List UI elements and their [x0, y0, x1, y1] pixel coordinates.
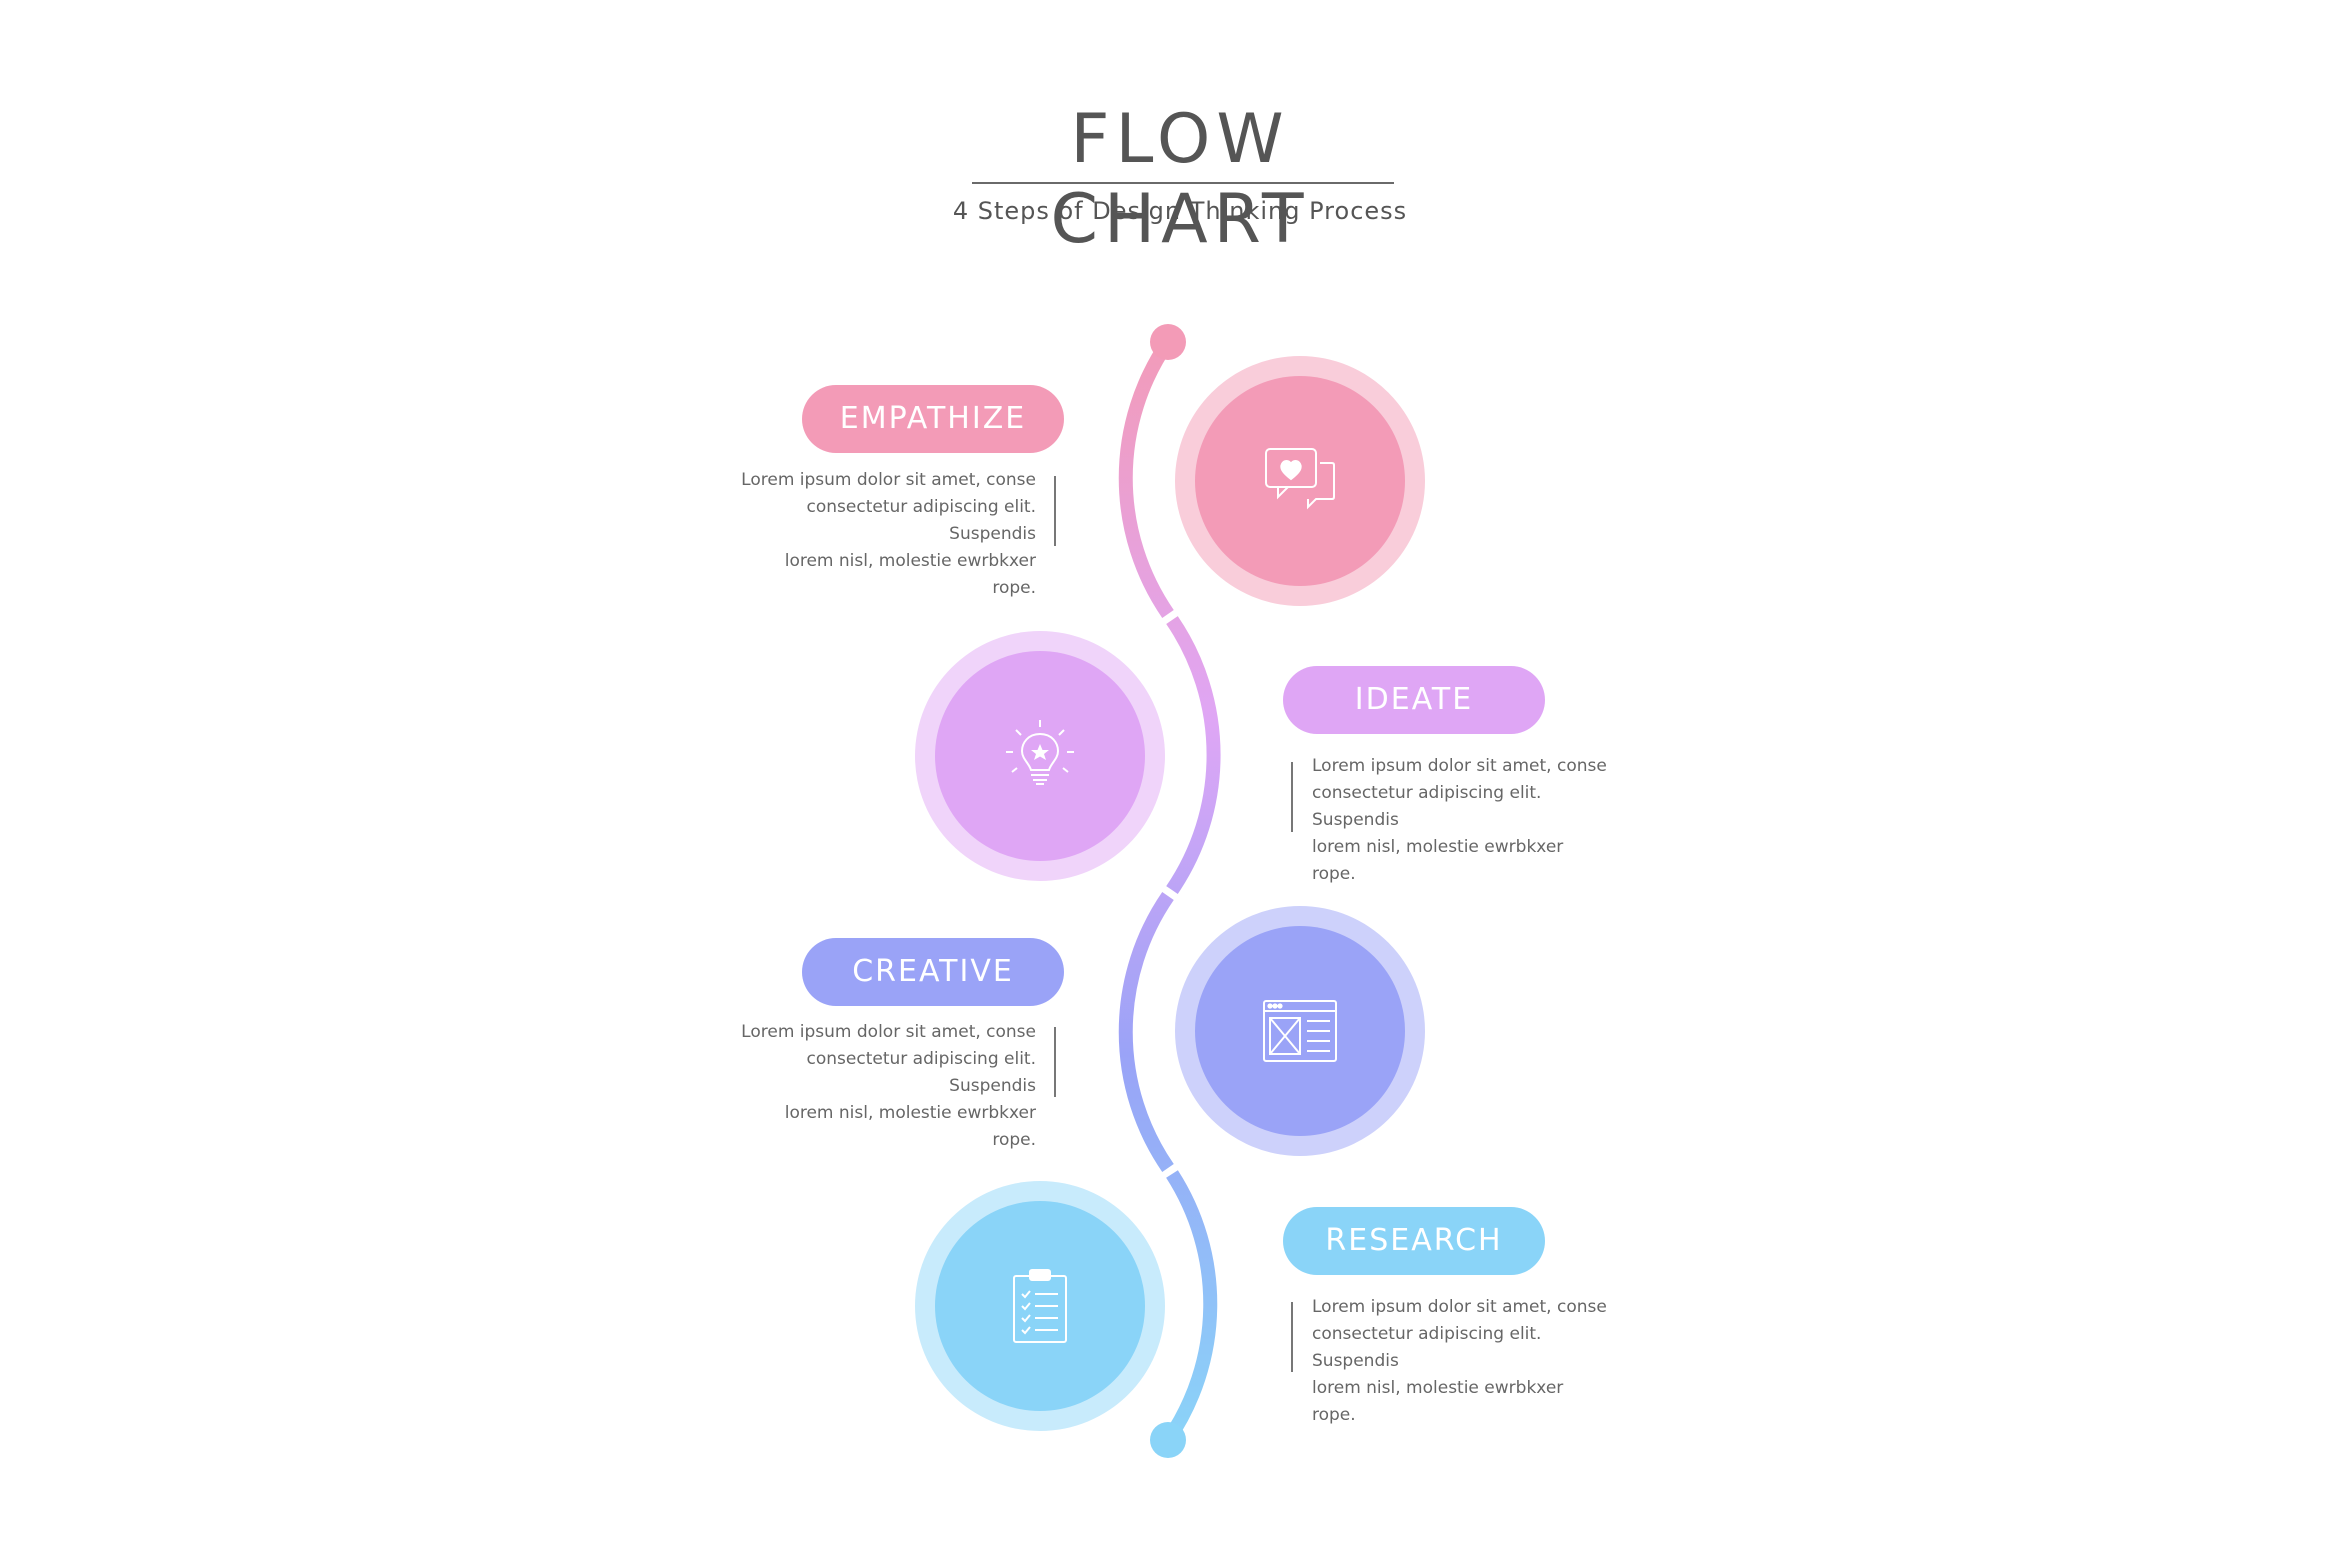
step-circle-creative[interactable]	[1175, 906, 1425, 1156]
step-circle-empathize[interactable]	[1175, 356, 1425, 606]
connector-segment-3	[1118, 892, 1174, 1172]
step-description-research: Lorem ipsum dolor sit amet, conse consec…	[1312, 1297, 1607, 1425]
connector-segment-4	[1162, 1170, 1218, 1444]
description-divider	[1291, 1302, 1293, 1372]
step-circle-ideate[interactable]	[915, 631, 1165, 881]
description-divider	[1054, 1027, 1056, 1097]
title-underline	[972, 182, 1394, 184]
chat-heart-icon	[1265, 448, 1335, 510]
browser-wireframe-icon	[1263, 1000, 1337, 1062]
clipboard-checklist-icon	[1013, 1269, 1067, 1343]
step-label-ideate[interactable]: IDEATE	[1283, 666, 1545, 734]
connector-segment-2	[1166, 616, 1221, 894]
connector-segment-1	[1118, 338, 1174, 618]
description-divider	[1054, 476, 1056, 546]
step-circle-research[interactable]	[915, 1181, 1165, 1431]
lightbulb-icon	[1006, 720, 1074, 785]
step-label-research[interactable]: RESEARCH	[1283, 1207, 1545, 1275]
page-title: FLOW CHART	[1050, 100, 1310, 259]
page-subtitle: 4 Steps of Design Thinking Process	[952, 197, 1408, 225]
description-divider	[1291, 762, 1293, 832]
step-description-empathize: Lorem ipsum dolor sit amet, conse consec…	[741, 470, 1036, 598]
step-description-creative: Lorem ipsum dolor sit amet, conse consec…	[741, 1022, 1036, 1150]
step-description-ideate: Lorem ipsum dolor sit amet, conse consec…	[1312, 756, 1607, 884]
connector-end-dot	[1150, 1422, 1186, 1458]
step-label-creative[interactable]: CREATIVE	[802, 938, 1064, 1006]
connector-start-dot	[1150, 324, 1186, 360]
step-label-empathize[interactable]: EMPATHIZE	[802, 385, 1064, 453]
